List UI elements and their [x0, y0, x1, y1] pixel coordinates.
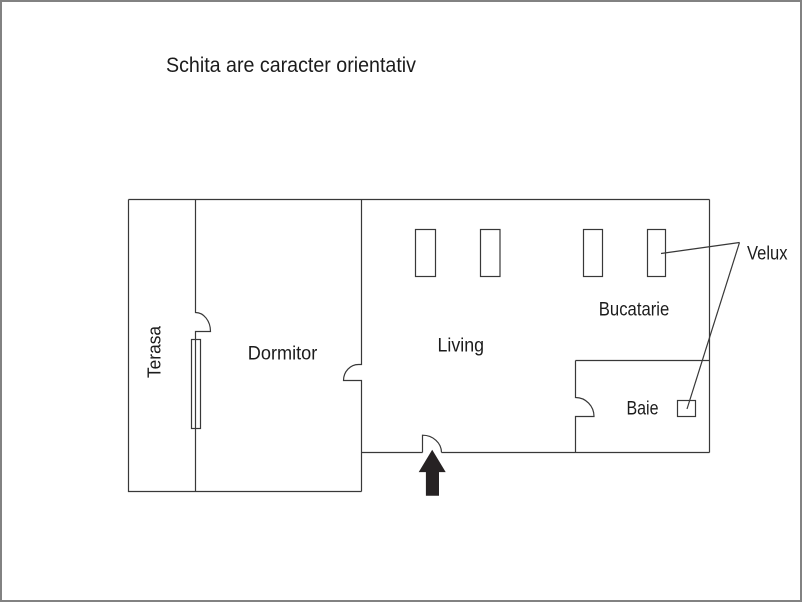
svg-text:Baie: Baie: [627, 398, 659, 420]
svg-text:Velux: Velux: [747, 243, 788, 264]
svg-text:Bucatarie: Bucatarie: [599, 298, 670, 320]
svg-text:Dormitor: Dormitor: [248, 343, 318, 365]
svg-text:Living: Living: [438, 336, 485, 357]
svg-text:Schita are caracter orientativ: Schita are caracter orientativ: [166, 53, 416, 77]
svg-text:Terasa: Terasa: [144, 325, 164, 378]
